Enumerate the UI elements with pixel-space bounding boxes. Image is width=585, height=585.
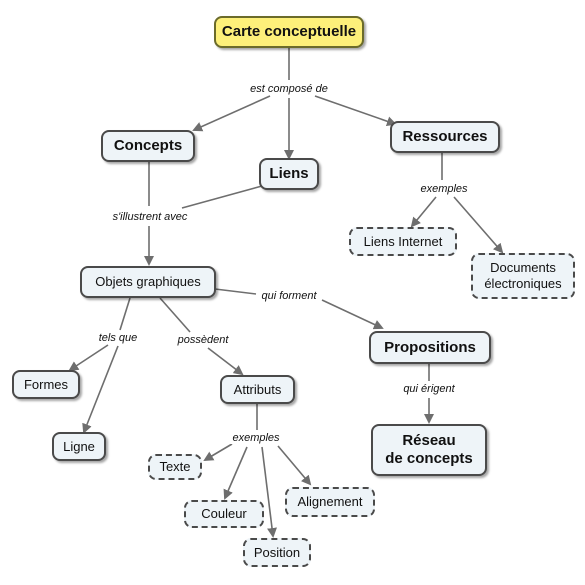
arrow-to-ligne	[82, 345, 119, 434]
node-position[interactable]: Position	[243, 538, 311, 567]
arrow-to-documents	[453, 196, 504, 254]
arrow-to-ressources	[314, 95, 397, 127]
reseau-line-1: Réseau	[402, 432, 456, 449]
link-objets-to-tels-que	[119, 297, 131, 331]
arrow-to-attributs	[207, 347, 244, 376]
reseau-line-2: de concepts	[385, 450, 473, 467]
label-possedent: possèdent	[175, 334, 231, 346]
label-qui-forment: qui forment	[259, 290, 319, 302]
node-attributs[interactable]: Attributs	[220, 375, 295, 404]
node-propositions[interactable]: Propositions	[369, 331, 491, 364]
link-objets-to-possedent	[159, 297, 191, 333]
arrow-to-position	[261, 446, 277, 538]
node-concepts[interactable]: Concepts	[101, 130, 195, 162]
label-est-compose-de: est composé de	[248, 83, 330, 95]
node-ressources[interactable]: Ressources	[390, 121, 500, 153]
node-liens-internet[interactable]: Liens Internet	[349, 227, 457, 256]
arrow-to-concepts	[192, 95, 271, 132]
node-texte[interactable]: Texte	[148, 454, 202, 480]
arrow-to-liens-internet	[410, 196, 437, 228]
arrow-to-formes	[68, 344, 109, 372]
node-reseau-de-concepts[interactable]: Réseau de concepts	[371, 424, 487, 476]
arrow-to-texte	[203, 443, 233, 462]
arrow-to-propositions	[321, 299, 384, 330]
link-liens-to-label	[181, 185, 263, 209]
node-documents-electroniques[interactable]: Documents électroniques	[471, 253, 575, 299]
arrow-to-alignement	[277, 445, 312, 486]
label-sillustrent-avec: s'illustrent avec	[110, 211, 190, 223]
arrow-to-couleur	[223, 446, 248, 500]
label-qui-erigent: qui érigent	[401, 383, 457, 395]
node-objets-graphiques[interactable]: Objets graphiques	[80, 266, 216, 298]
documents-line-2: électroniques	[484, 276, 562, 291]
label-tels-que: tels que	[96, 332, 140, 344]
node-liens[interactable]: Liens	[259, 158, 319, 190]
label-exemples-ressources: exemples	[418, 183, 470, 195]
documents-line-1: Documents	[490, 260, 556, 276]
node-formes[interactable]: Formes	[12, 370, 80, 399]
node-carte-conceptuelle[interactable]: Carte conceptuelle	[214, 16, 364, 48]
node-alignement[interactable]: Alignement	[285, 487, 375, 517]
node-couleur[interactable]: Couleur	[184, 500, 264, 528]
node-ligne[interactable]: Ligne	[52, 432, 106, 461]
label-exemples-attributs: exemples	[230, 432, 282, 444]
link-objets-to-qui-forment	[214, 288, 257, 295]
